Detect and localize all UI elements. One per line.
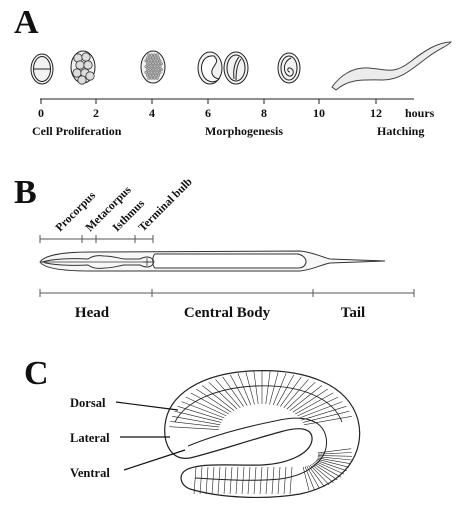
label-dorsal: Dorsal [70,396,106,410]
embryo-multicell [70,50,96,85]
region-label-head: Head [75,305,110,321]
worm-body [39,250,386,272]
panel-a-letter: A [14,4,39,41]
panel-b-letter: B [14,174,37,211]
embryo-1-cell [30,53,54,85]
tick-label-10: 10 [313,106,325,120]
time-axis-ticks [40,99,377,104]
panel-b: B Procorpus Metacorpus Isthmus Terminal … [14,174,415,321]
region-label-central-body: Central Body [184,305,271,321]
embryo-comma [197,51,223,85]
label-ventral: Ventral [70,466,110,480]
panel-c: C Dorsal Lateral Ventral [24,355,361,499]
label-lateral: Lateral [70,431,110,445]
axis-unit-label: hours [405,106,435,120]
embryo-threefold [277,52,301,84]
stage-label-cell-proliferation: Cell Proliferation [32,124,122,138]
tick-label-0: 0 [38,106,44,120]
panel-a: A [14,4,453,138]
hatched-worm [331,41,453,91]
stage-label-hatching: Hatching [377,124,424,138]
tick-label-4: 4 [149,106,155,120]
embryo-twofold [223,51,249,85]
embryo-gastrula [140,50,166,84]
label-pointers [115,401,186,471]
stage-label-morphogenesis: Morphogenesis [205,124,283,138]
region-bracket [39,289,415,297]
tick-label-12: 12 [370,106,382,120]
region-label-tail: Tail [341,305,365,321]
tick-label-8: 8 [261,106,267,120]
tick-label-6: 6 [205,106,211,120]
pharynx-bracket [39,235,154,243]
tick-label-2: 2 [93,106,99,120]
panel-c-letter: C [24,355,49,392]
curled-embryo [164,370,361,499]
